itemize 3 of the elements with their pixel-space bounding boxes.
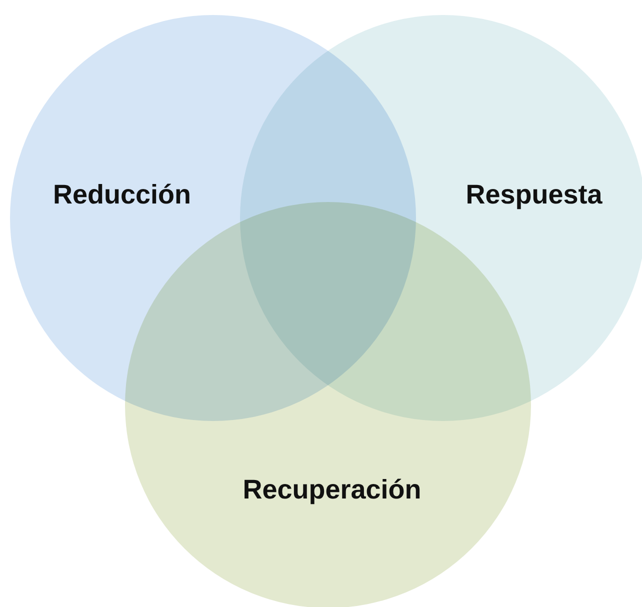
set-label: Recuperación bbox=[242, 474, 422, 506]
set-label: Respuesta bbox=[466, 180, 602, 210]
set-label: Reducción bbox=[52, 180, 192, 210]
